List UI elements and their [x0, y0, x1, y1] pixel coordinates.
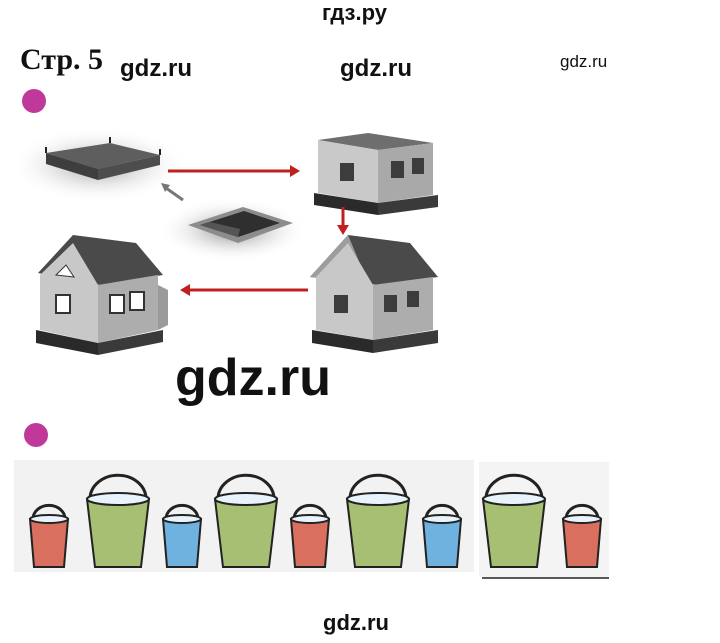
arrow-diagonal [161, 183, 184, 202]
bucket-small-blue [161, 503, 203, 568]
task-bullet [22, 89, 46, 113]
bucket-small-red [289, 503, 331, 568]
finished-house-image [36, 235, 168, 355]
arrow-left [180, 284, 308, 296]
watermark: gdz.ru [340, 55, 412, 82]
pit-image [158, 198, 308, 262]
task-bullet [24, 423, 48, 447]
page-number: Стр. 5 [20, 43, 104, 76]
watermark-top: гдз.ру [322, 0, 387, 25]
watermark: gdz.ru [560, 52, 608, 71]
bucket-large-green [85, 473, 151, 568]
bucket-small-red [28, 503, 70, 568]
bucket-small-red [561, 503, 603, 568]
house-building-sequence [18, 127, 438, 355]
watermark-bottom: gdz.ru [323, 610, 389, 635]
house-with-roof-image [310, 235, 438, 353]
bucket-small-blue [421, 503, 463, 568]
box-building-image [314, 133, 438, 215]
watermark: gdz.ru [120, 55, 192, 82]
watermark-large: gdz.ru [175, 349, 331, 407]
bucket-large-green [345, 473, 411, 568]
bucket-large-green [213, 473, 279, 568]
bucket-pattern-row [14, 460, 609, 579]
arrow-down [337, 207, 349, 235]
foundation-image [18, 127, 188, 203]
bucket-large-green [481, 473, 547, 568]
arrow-right [168, 165, 300, 177]
